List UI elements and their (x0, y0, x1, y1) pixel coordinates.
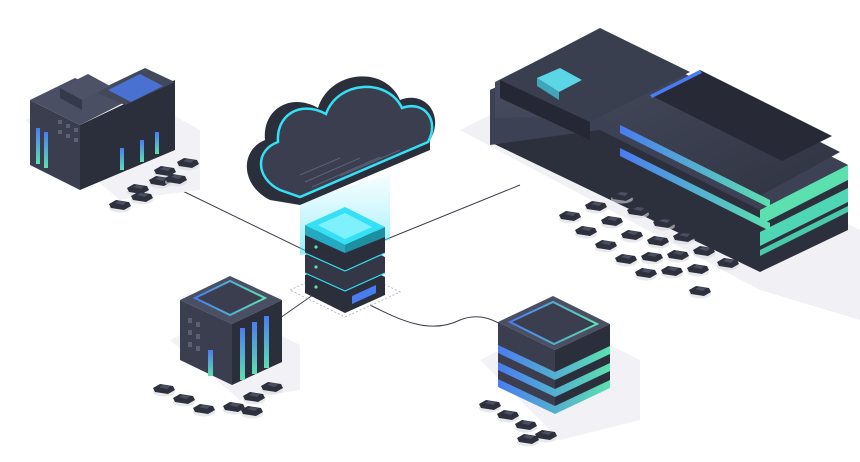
warehouse-icon (460, 28, 860, 320)
car-icon (661, 266, 683, 279)
office-vehicles (153, 382, 283, 419)
car-icon (173, 394, 195, 407)
cloud-icon (246, 76, 436, 255)
car-icon (193, 404, 215, 417)
car-icon (647, 236, 669, 249)
car-icon (687, 264, 709, 277)
car-icon (667, 250, 689, 263)
car-icon (689, 286, 711, 299)
link-hub-depot (369, 304, 511, 331)
car-icon (517, 434, 539, 447)
car-icon (515, 420, 537, 433)
car-icon (641, 252, 663, 265)
car-icon (153, 384, 175, 397)
car-icon (601, 216, 623, 229)
server-icon (288, 207, 402, 318)
depot-icon (480, 296, 640, 440)
car-icon (615, 254, 637, 267)
car-icon (595, 240, 617, 253)
car-icon (497, 410, 519, 423)
car-icon (575, 226, 597, 239)
car-icon (559, 211, 581, 224)
car-icon (621, 230, 643, 243)
car-icon (585, 201, 607, 214)
car-icon (635, 268, 657, 281)
car-icon (479, 400, 501, 413)
office-icon (170, 276, 300, 400)
car-icon (109, 200, 131, 213)
